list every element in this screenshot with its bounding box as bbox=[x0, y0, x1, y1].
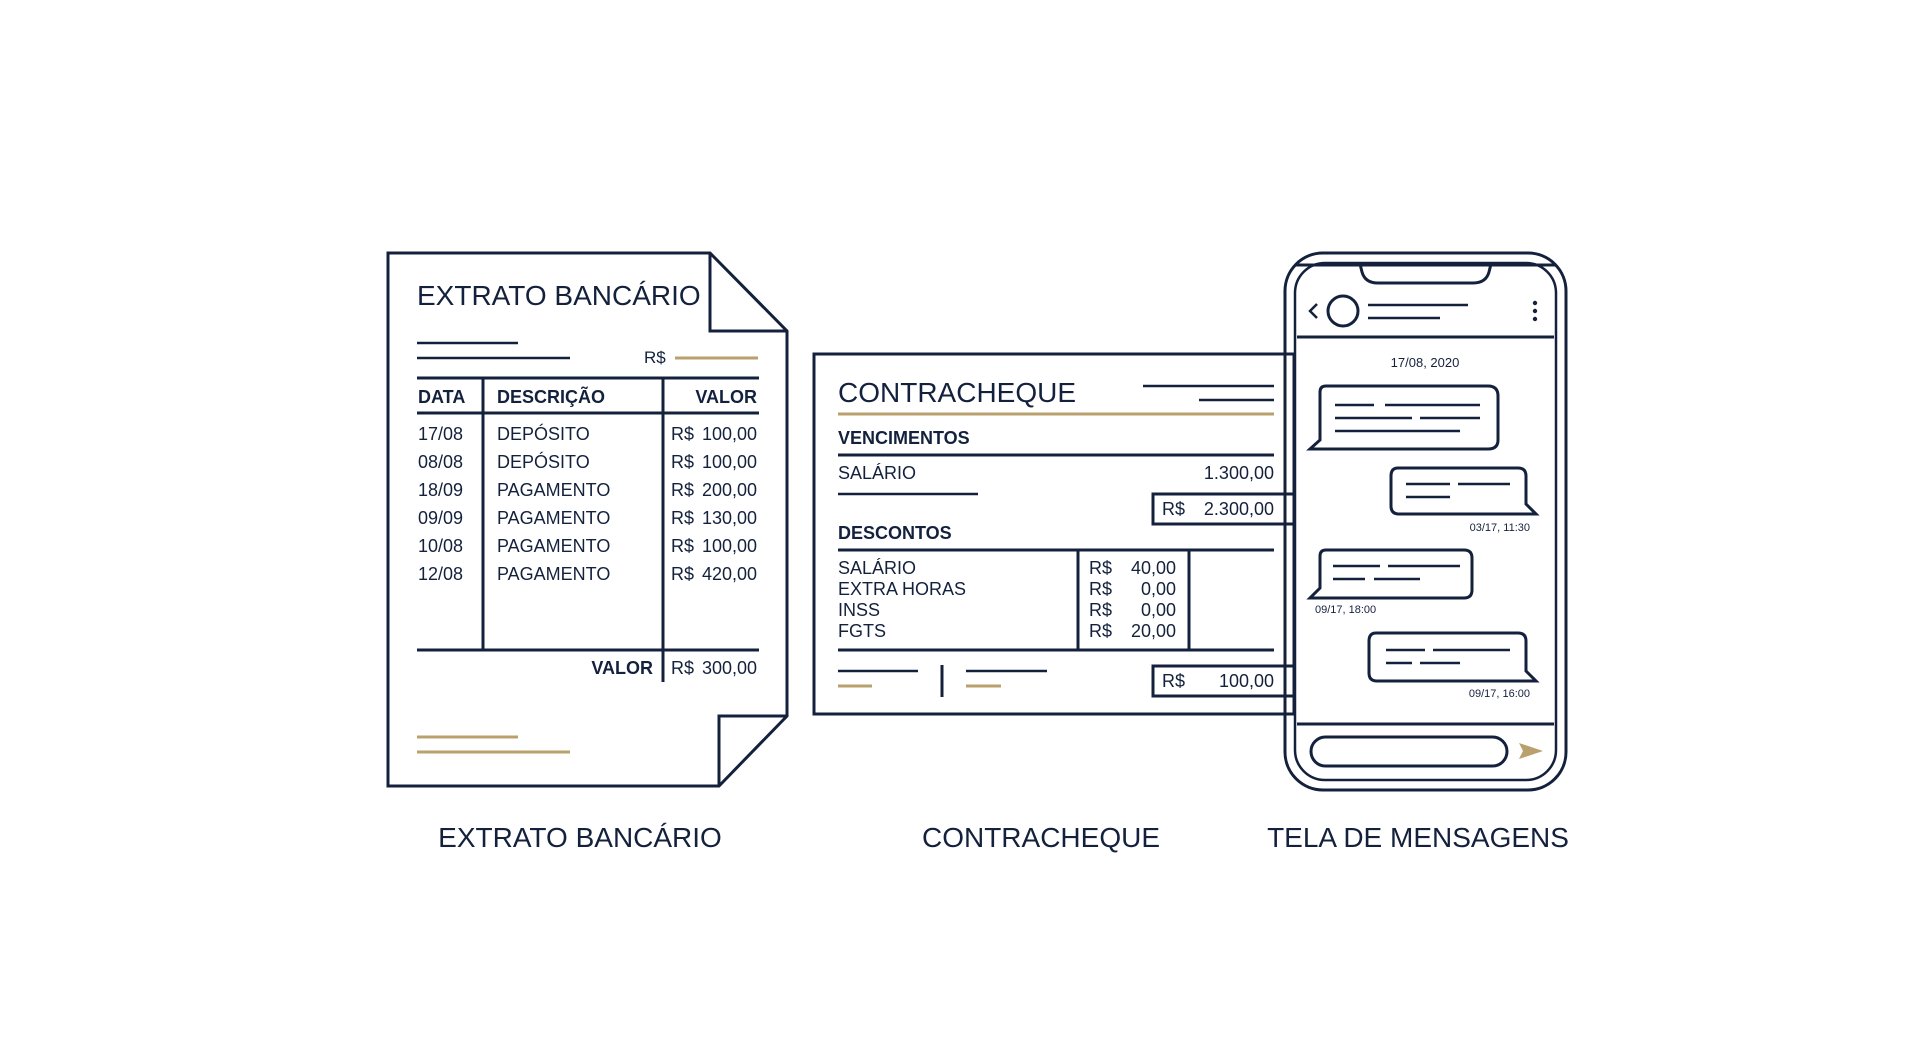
more-vertical-icon[interactable] bbox=[1533, 301, 1537, 321]
caption-bank-statement: EXTRATO BANCÁRIO bbox=[438, 822, 722, 853]
paycheck: CONTRACHEQUE VENCIMENTOS SALÁRIO 1.300,0… bbox=[814, 354, 1294, 714]
col-header-date: DATA bbox=[418, 387, 465, 407]
row-description: PAGAMENTO bbox=[497, 508, 610, 528]
earnings-subtotal-currency: R$ bbox=[1162, 499, 1185, 519]
earnings-subtotal-value: 2.300,00 bbox=[1204, 499, 1274, 519]
row-description: PAGAMENTO bbox=[497, 564, 610, 584]
row-date: 10/08 bbox=[418, 536, 463, 556]
row-date: 18/09 bbox=[418, 480, 463, 500]
deduction-row: FGTS R$ 20,00 bbox=[838, 621, 1176, 641]
deduction-value: 40,00 bbox=[1131, 558, 1176, 578]
row-value: 100,00 bbox=[702, 452, 757, 472]
row-currency: R$ bbox=[671, 424, 694, 444]
paycheck-total-currency: R$ bbox=[1162, 671, 1185, 691]
phone: 17/08, 2020 03/17, 11:30 09/17, 18:00 09… bbox=[1285, 253, 1566, 790]
row-description: DEPÓSITO bbox=[497, 423, 590, 444]
row-value: 420,00 bbox=[702, 564, 757, 584]
earnings-item-label: SALÁRIO bbox=[838, 463, 916, 483]
bank-statement-title: EXTRATO BANCÁRIO bbox=[417, 280, 701, 311]
table-row: 17/08 DEPÓSITO R$ 100,00 bbox=[418, 423, 757, 444]
caption-paycheck: CONTRACHEQUE bbox=[922, 822, 1160, 853]
row-date: 12/08 bbox=[418, 564, 463, 584]
message-bubble-incoming[interactable] bbox=[1310, 550, 1472, 598]
deduction-row: INSS R$ 0,00 bbox=[838, 600, 1176, 620]
earnings-item-value: 1.300,00 bbox=[1204, 463, 1274, 483]
bank-statement: EXTRATO BANCÁRIO R$ DATA DESCRIÇÃO VALOR… bbox=[388, 253, 787, 786]
row-value: 100,00 bbox=[702, 536, 757, 556]
total-value: 300,00 bbox=[702, 658, 757, 678]
paycheck-title: CONTRACHEQUE bbox=[838, 377, 1076, 408]
total-currency: R$ bbox=[671, 658, 694, 678]
deduction-label: INSS bbox=[838, 600, 880, 620]
deduction-label: EXTRA HORAS bbox=[838, 579, 966, 599]
table-row: 10/08 PAGAMENTO R$ 100,00 bbox=[418, 536, 757, 556]
row-currency: R$ bbox=[671, 452, 694, 472]
bank-currency-label: R$ bbox=[644, 348, 666, 367]
row-currency: R$ bbox=[671, 480, 694, 500]
row-date: 17/08 bbox=[418, 424, 463, 444]
paycheck-total-value: 100,00 bbox=[1219, 671, 1274, 691]
row-date: 08/08 bbox=[418, 452, 463, 472]
col-header-value: VALOR bbox=[695, 387, 757, 407]
deduction-currency: R$ bbox=[1089, 579, 1112, 599]
table-row: 09/09 PAGAMENTO R$ 130,00 bbox=[418, 508, 757, 528]
deduction-currency: R$ bbox=[1089, 600, 1112, 620]
row-value: 100,00 bbox=[702, 424, 757, 444]
deduction-value: 0,00 bbox=[1141, 600, 1176, 620]
earnings-label: VENCIMENTOS bbox=[838, 428, 970, 448]
row-description: PAGAMENTO bbox=[497, 536, 610, 556]
deduction-currency: R$ bbox=[1089, 621, 1112, 641]
avatar-icon[interactable] bbox=[1328, 296, 1358, 326]
deduction-value: 0,00 bbox=[1141, 579, 1176, 599]
phone-notch bbox=[1360, 264, 1491, 283]
deduction-row: EXTRA HORAS R$ 0,00 bbox=[838, 579, 1176, 599]
message-bubble-outgoing[interactable] bbox=[1369, 633, 1536, 681]
table-row: 08/08 DEPÓSITO R$ 100,00 bbox=[418, 451, 757, 472]
chevron-left-icon[interactable] bbox=[1310, 304, 1317, 318]
send-icon[interactable] bbox=[1519, 743, 1543, 759]
col-header-description: DESCRIÇÃO bbox=[497, 386, 605, 407]
row-currency: R$ bbox=[671, 564, 694, 584]
message-timestamp: 03/17, 11:30 bbox=[1470, 522, 1530, 534]
deduction-label: SALÁRIO bbox=[838, 558, 916, 578]
message-input[interactable] bbox=[1311, 737, 1507, 766]
deduction-currency: R$ bbox=[1089, 558, 1112, 578]
message-timestamp: 09/17, 18:00 bbox=[1315, 604, 1376, 616]
message-timestamp: 09/17, 16:00 bbox=[1469, 688, 1530, 700]
chat-date-header: 17/08, 2020 bbox=[1391, 355, 1460, 370]
deduction-label: FGTS bbox=[838, 621, 886, 641]
table-row: 12/08 PAGAMENTO R$ 420,00 bbox=[418, 564, 757, 584]
deductions-label: DESCONTOS bbox=[838, 523, 952, 543]
total-label: VALOR bbox=[591, 658, 653, 678]
row-value: 200,00 bbox=[702, 480, 757, 500]
message-bubble-outgoing[interactable] bbox=[1391, 468, 1536, 514]
caption-messages: TELA DE MENSAGENS bbox=[1267, 822, 1569, 853]
table-row: 18/09 PAGAMENTO R$ 200,00 bbox=[418, 480, 757, 500]
row-value: 130,00 bbox=[702, 508, 757, 528]
deduction-row: SALÁRIO R$ 40,00 bbox=[838, 558, 1176, 578]
deduction-value: 20,00 bbox=[1131, 621, 1176, 641]
row-currency: R$ bbox=[671, 536, 694, 556]
row-date: 09/09 bbox=[418, 508, 463, 528]
row-currency: R$ bbox=[671, 508, 694, 528]
row-description: PAGAMENTO bbox=[497, 480, 610, 500]
row-description: DEPÓSITO bbox=[497, 451, 590, 472]
